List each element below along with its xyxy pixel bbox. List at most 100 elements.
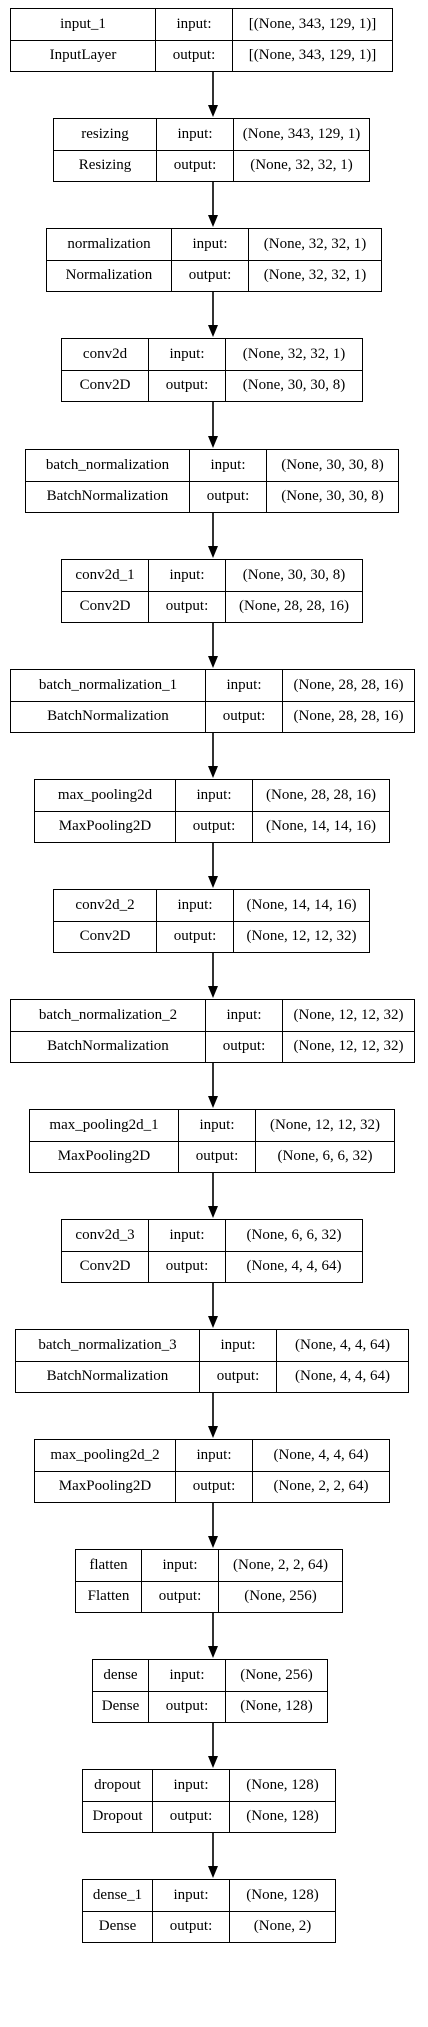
output-shape: (None, 2)	[229, 1911, 335, 1942]
layer-type: Dense	[101, 1698, 140, 1714]
output-shape: (None, 12, 12, 32)	[233, 921, 369, 952]
arrowhead-icon	[208, 656, 218, 668]
input-shape: (None, 32, 32, 1)	[225, 339, 362, 370]
layer-input-row: batch_normalization input:(None, 30, 30, …	[26, 450, 398, 482]
input-shape: (None, 12, 12, 32)	[255, 1110, 394, 1141]
layer-name: batch_normalization	[45, 457, 170, 473]
input-label: input:	[148, 339, 225, 370]
layer-name: conv2d_1	[75, 567, 135, 583]
input-label: input:	[178, 1110, 255, 1141]
layer-name: max_pooling2d_2	[50, 1447, 160, 1463]
layer-output-row: Dropout output:(None, 128)	[83, 1801, 335, 1832]
arrowhead-icon	[208, 876, 218, 888]
layer-name: flatten	[89, 1557, 128, 1573]
layer-name: conv2d	[82, 346, 128, 362]
layer-input-row: conv2d input:(None, 32, 32, 1)	[62, 339, 362, 371]
layer-node: conv2d input:(None, 32, 32, 1) Conv2D outpu…	[61, 338, 363, 402]
output-label: output:	[148, 1251, 225, 1282]
output-shape: (None, 12, 12, 32)	[282, 1031, 414, 1062]
arrowhead-icon	[208, 1426, 218, 1438]
input-label: input:	[199, 1330, 276, 1361]
layer-type: Conv2D	[79, 598, 131, 614]
output-label: output:	[155, 40, 232, 71]
output-label: output:	[148, 370, 225, 401]
layer-type: Conv2D	[79, 377, 131, 393]
input-shape: (None, 28, 28, 16)	[282, 670, 414, 701]
output-shape: (None, 32, 32, 1)	[248, 260, 381, 291]
layer-type: MaxPooling2D	[58, 818, 152, 834]
input-shape: (None, 128)	[229, 1770, 335, 1801]
output-label: output:	[178, 1141, 255, 1172]
layer-type: BatchNormalization	[47, 1038, 169, 1054]
output-shape: (None, 4, 4, 64)	[225, 1251, 362, 1282]
layer-node: batch_normalization_3 input:(None, 4, 4, …	[15, 1329, 409, 1393]
layer-type: BatchNormalization	[46, 1368, 169, 1384]
output-label: output:	[152, 1911, 229, 1942]
layer-name: normalization	[67, 236, 151, 252]
output-label: output:	[189, 481, 266, 512]
output-label: output:	[148, 1691, 225, 1722]
arrowhead-icon	[208, 1316, 218, 1328]
layer-name: max_pooling2d	[57, 787, 153, 803]
arrowhead-icon	[208, 1756, 218, 1768]
input-shape: (None, 12, 12, 32)	[282, 1000, 414, 1031]
output-shape: (None, 128)	[229, 1801, 335, 1832]
output-shape: (None, 30, 30, 8)	[225, 370, 362, 401]
input-label: input:	[152, 1770, 229, 1801]
input-label: input:	[152, 1880, 229, 1911]
layer-output-row: MaxPooling2D output:(None, 14, 14, 16)	[35, 811, 389, 842]
input-label: input:	[175, 780, 252, 811]
input-label: input:	[141, 1550, 218, 1581]
output-shape: (None, 14, 14, 16)	[252, 811, 389, 842]
arrowhead-icon	[208, 1096, 218, 1108]
output-shape: (None, 2, 2, 64)	[252, 1471, 389, 1502]
input-shape: (None, 4, 4, 64)	[276, 1330, 408, 1361]
layer-name: batch_normalization_3	[38, 1337, 177, 1353]
input-shape: (None, 30, 30, 8)	[266, 450, 398, 481]
output-shape: [(None, 343, 129, 1)]	[232, 40, 392, 71]
input-label: input:	[189, 450, 266, 481]
arrowhead-icon	[208, 436, 218, 448]
layer-type: BatchNormalization	[47, 708, 169, 724]
layer-name: dense	[103, 1667, 138, 1683]
layer-type: Resizing	[78, 157, 132, 173]
input-label: input:	[148, 1660, 225, 1691]
layer-output-row: Conv2D output:(None, 30, 30, 8)	[62, 370, 362, 401]
output-label: output:	[152, 1801, 229, 1832]
input-shape: (None, 4, 4, 64)	[252, 1440, 389, 1471]
output-shape: (None, 128)	[225, 1691, 327, 1722]
layer-name: resizing	[81, 126, 129, 142]
layer-name: batch_normalization_2	[38, 1007, 178, 1023]
layer-type: Dropout	[92, 1808, 143, 1824]
input-shape: (None, 28, 28, 16)	[252, 780, 389, 811]
output-label: output:	[148, 591, 225, 622]
input-shape: [(None, 343, 129, 1)]	[232, 9, 392, 40]
layer-input-row: batch_normalization_3 input:(None, 4, 4, …	[16, 1330, 408, 1362]
output-label: output:	[205, 1031, 282, 1062]
output-label: output:	[175, 811, 252, 842]
layer-output-row: Dense output:(None, 128)	[93, 1691, 327, 1722]
input-shape: (None, 14, 14, 16)	[233, 890, 369, 921]
output-shape: (None, 28, 28, 16)	[282, 701, 414, 732]
layer-type: BatchNormalization	[46, 488, 169, 504]
layer-type: Conv2D	[79, 928, 131, 944]
input-shape: (None, 2, 2, 64)	[218, 1550, 342, 1581]
